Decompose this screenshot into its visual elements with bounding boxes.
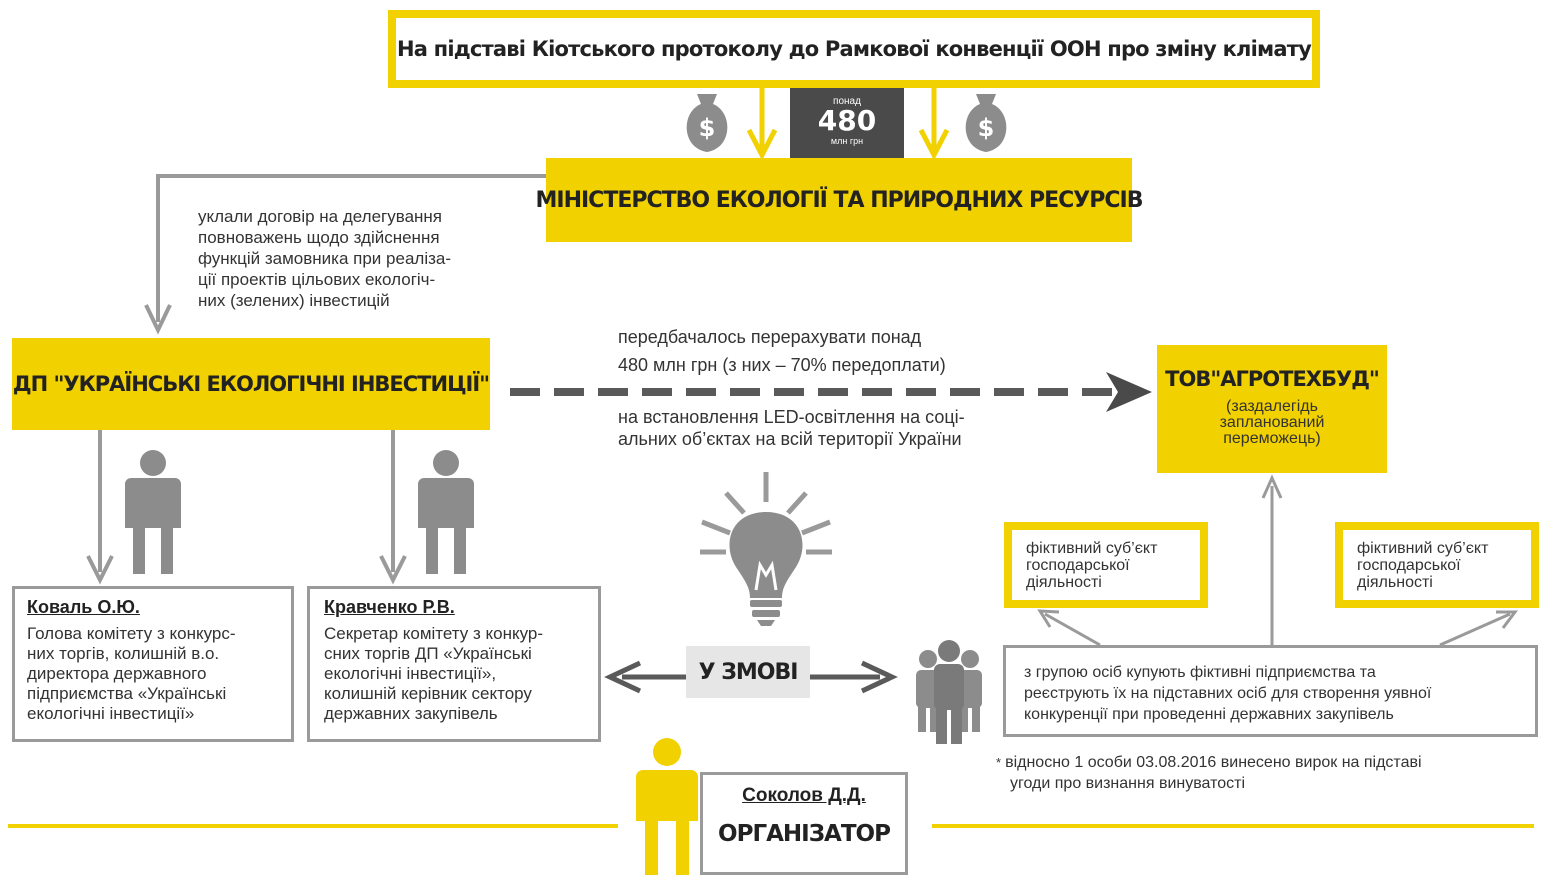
transfer-note-top: передбачалось перерахувати понад 480 млн… bbox=[618, 323, 946, 379]
verdict-note-line2: угоди про визнання винуватості bbox=[1010, 775, 1246, 792]
kravchenko-description-line: Секретар комітету з конкур- bbox=[324, 624, 544, 643]
koval-box: Коваль О.Ю. Голова комітету з конкурс- н… bbox=[12, 586, 294, 742]
verdict-note-text-line1: відносно 1 особи 03.08.2016 винесено вир… bbox=[1005, 754, 1422, 771]
tov-sub-line: (заздалегідь bbox=[1226, 398, 1318, 415]
fictitious-entity-left-line: господарської bbox=[1026, 557, 1130, 574]
fictitious-entity-left-line: діяльності bbox=[1026, 574, 1102, 591]
sokolov-name: Соколов Д.Д. bbox=[742, 785, 866, 806]
dp-label: ДП "УКРАЇНСЬКІ ЕКОЛОГІЧНІ ІНВЕСТИЦІЇ" bbox=[12, 372, 490, 396]
koval-description-line: екологічні інвестиції» bbox=[27, 704, 195, 723]
group-note-line: реєструють їх на підставних осіб для ств… bbox=[1024, 685, 1432, 702]
transfer-note-bottom-line2: альних об’єктах на всій території Україн… bbox=[618, 429, 962, 449]
sokolov-role: ОРГАНІЗАТОР bbox=[718, 821, 891, 847]
koval-description: Голова комітету з конкурс- них торгів, к… bbox=[27, 624, 279, 724]
fictitious-entity-right-line: діяльності bbox=[1357, 574, 1433, 591]
transfer-note-top-line2: 480 млн грн (з них – 70% передоплати) bbox=[618, 355, 946, 375]
koval-description-line: директора державного bbox=[27, 664, 207, 683]
delegation-note: уклали договір на делегування повноважен… bbox=[198, 206, 508, 311]
verdict-note: *відносно 1 особи 03.08.2016 винесено ви… bbox=[996, 752, 1422, 794]
tov-sub-line: запланований bbox=[1219, 414, 1325, 431]
kravchenko-description-line: сних торгів ДП «Українські bbox=[324, 644, 532, 663]
kravchenko-description: Секретар комітету з конкур- сних торгів … bbox=[324, 624, 584, 724]
koval-description-line: них торгів, колишній в.о. bbox=[27, 644, 220, 663]
verdict-note-line1: *відносно 1 особи 03.08.2016 винесено ви… bbox=[996, 752, 1422, 773]
banner-arrowhead-left bbox=[746, 128, 778, 161]
dp-to-koval-arrowhead bbox=[86, 555, 114, 585]
dp-to-kravchenko-arrowhead bbox=[379, 555, 407, 585]
group-to-fictitious-left-arrowhead bbox=[1037, 609, 1060, 628]
kravchenko-description-line: екологічні інвестиції», bbox=[324, 664, 497, 683]
group-to-fictitious-right-line bbox=[1439, 612, 1511, 647]
sokolov-box: Соколов Д.Д. ОРГАНІЗАТОР bbox=[700, 772, 908, 875]
ministry-box: МІНІСТЕРСТВО ЕКОЛОГІЇ ТА ПРИРОДНИХ РЕСУР… bbox=[536, 158, 1144, 242]
delegation-note-line: них (зелених) інвестицій bbox=[198, 291, 390, 310]
transfer-note-bottom: на встановлення LED-освітлення на соці- … bbox=[618, 406, 965, 450]
collusion-left-arrowhead bbox=[604, 660, 642, 694]
delegation-note-line: функцій замовника при реаліза- bbox=[198, 249, 451, 268]
koval-name: Коваль О.Ю. bbox=[27, 597, 140, 617]
kravchenko-description-line: державних закупівель bbox=[324, 704, 498, 723]
kyoto-banner-text: На підставі Кіотського протоколу до Рамк… bbox=[396, 37, 1312, 61]
tov-label: ТОВ"АГРОТЕХБУД" bbox=[1165, 367, 1380, 391]
group-to-fictitious-left-line bbox=[1044, 612, 1101, 647]
dp-box: ДП "УКРАЇНСЬКІ ЕКОЛОГІЧНІ ІНВЕСТИЦІЇ" bbox=[12, 338, 490, 430]
delegation-note-line: ції проектів цільових екологіч- bbox=[198, 270, 436, 289]
ministry-to-dp-arrowhead bbox=[144, 304, 172, 335]
transfer-arrowhead bbox=[1106, 372, 1152, 412]
fictitious-entity-left-line: фіктивний суб’єкт bbox=[1026, 540, 1158, 557]
group-note-line: з групою осіб купують фіктивні підприємс… bbox=[1024, 664, 1376, 681]
tov-sub-line: переможець) bbox=[1223, 430, 1321, 447]
group-note-box: з групою осіб купують фіктивні підприємс… bbox=[1003, 645, 1538, 737]
tov-box: ТОВ"АГРОТЕХБУД" (заздалегідь заплановани… bbox=[1157, 345, 1387, 473]
delegation-note-line: повноважень щодо здійснення bbox=[198, 228, 440, 247]
koval-description-line: Голова комітету з конкурс- bbox=[27, 624, 236, 643]
fictitious-entity-right-line: господарської bbox=[1357, 557, 1461, 574]
kravchenko-name: Кравченко Р.В. bbox=[324, 597, 455, 617]
ministry-to-dp-connector bbox=[156, 174, 546, 322]
group-to-tov-arrowhead bbox=[1261, 474, 1283, 499]
amount-badge: понад 480 млн грн bbox=[790, 88, 904, 158]
kyoto-banner: На підставі Кіотського протоколу до Рамк… bbox=[388, 10, 1320, 88]
fictitious-entity-right-box: фіктивний суб’єкт господарської діяльнос… bbox=[1335, 522, 1539, 608]
collusion-right-arrowhead bbox=[860, 660, 898, 694]
transfer-note-top-line1: передбачалось перерахувати понад bbox=[618, 327, 922, 347]
group-to-fictitious-right-arrowhead bbox=[1496, 610, 1518, 629]
ministry-label: МІНІСТЕРСТВО ЕКОЛОГІЇ ТА ПРИРОДНИХ РЕСУР… bbox=[535, 187, 1144, 213]
fictitious-entity-left-box: фіктивний суб’єкт господарської діяльнос… bbox=[1004, 522, 1208, 608]
collusion-badge: У ЗМОВІ bbox=[686, 646, 810, 698]
fictitious-entity-right-line: фіктивний суб’єкт bbox=[1357, 540, 1489, 557]
tov-sub: (заздалегідь запланований переможець) bbox=[1157, 399, 1387, 447]
verdict-marker: * bbox=[996, 755, 1002, 770]
kravchenko-box: Кравченко Р.В. Секретар комітету з конку… bbox=[307, 586, 601, 742]
transfer-note-bottom-line1: на встановлення LED-освітлення на соці- bbox=[618, 407, 965, 427]
collusion-label: У ЗМОВІ bbox=[698, 659, 799, 685]
koval-description-line: підприємства «Українські bbox=[27, 684, 227, 703]
amount-badge-value: 480 bbox=[817, 104, 877, 137]
delegation-note-line: уклали договір на делегування bbox=[198, 207, 443, 226]
amount-badge-prefix: понад bbox=[833, 96, 861, 107]
banner-arrowhead-right bbox=[918, 128, 950, 161]
group-note-line: конкуренції при проведенні державних зак… bbox=[1024, 706, 1394, 723]
amount-badge-unit: млн грн bbox=[830, 136, 864, 146]
kravchenko-description-line: колишній керівник сектору bbox=[324, 684, 532, 703]
